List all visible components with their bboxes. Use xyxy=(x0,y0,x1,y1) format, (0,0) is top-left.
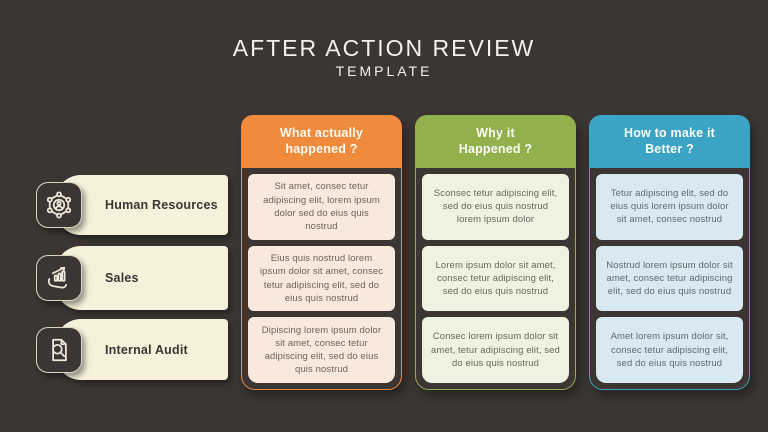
table-cell: Tetur adipiscing elit, sed do eius quis … xyxy=(596,174,743,240)
category-row-sales: Sales xyxy=(55,246,228,310)
column-header-line: happened ? xyxy=(285,141,358,156)
column-header: Why it Happened ? xyxy=(415,115,576,168)
cell-text: Tetur adipiscing elit, sed do eius quis … xyxy=(610,187,729,226)
table-cell: Sconsec tetur adipiscing elit, sed do ei… xyxy=(422,174,569,240)
table-cell: Eius quis nostrud lorem ipsum dolor sit … xyxy=(248,245,395,312)
column-header-line: Happened ? xyxy=(458,141,533,156)
title-block: AFTER ACTION REVIEW TEMPLATE xyxy=(0,36,768,79)
audit-magnifier-icon xyxy=(36,327,82,373)
cell-text: Consec lorem ipsum dolor sit amet, tetur… xyxy=(431,331,560,369)
category-label: Internal Audit xyxy=(105,342,188,357)
column-header: How to make it Better ? xyxy=(589,115,750,168)
table-cell: Sit amet, consec tetur adipiscing elit, … xyxy=(248,174,395,240)
category-label: Human Resources xyxy=(105,198,218,212)
column-body: Sit amet, consec tetur adipiscing elit, … xyxy=(242,168,401,389)
cell-text: Sit amet, consec tetur adipiscing elit, … xyxy=(263,181,380,233)
page-subtitle: TEMPLATE xyxy=(335,63,433,80)
table-cell: Nostrud lorem ipsum dolor sit amet, cons… xyxy=(596,245,743,312)
sales-growth-icon xyxy=(36,255,82,301)
cell-text: Dipiscing lorem ipsum dolor sit amet, co… xyxy=(261,324,382,376)
page-title: AFTER ACTION REVIEW xyxy=(232,35,536,61)
column-header-line: Why it xyxy=(476,125,515,140)
table-cell: Dipiscing lorem ipsum dolor sit amet, co… xyxy=(248,317,395,384)
category-label: Sales xyxy=(105,271,139,285)
cell-text: Eius quis nostrud lorem ipsum dolor sit … xyxy=(259,252,384,304)
category-row-human-resources: Human Resources xyxy=(55,175,228,235)
column-header-line: What actually xyxy=(279,125,364,140)
column-what-actually-happened: What actually happened ? Sit amet, conse… xyxy=(241,115,402,390)
column-body: Sconsec tetur adipiscing elit, sed do ei… xyxy=(416,168,575,389)
table-cell: Amet lorem ipsum dolor sit, consec tetur… xyxy=(596,317,743,384)
column-why-it-happened: Why it Happened ? Sconsec tetur adipisci… xyxy=(415,115,576,390)
cell-text: Amet lorem ipsum dolor sit, consec tetur… xyxy=(610,331,729,369)
column-header-line: How to make it xyxy=(623,125,715,140)
column-body: Tetur adipiscing elit, sed do eius quis … xyxy=(590,168,749,389)
cell-text: Sconsec tetur adipiscing elit, sed do ei… xyxy=(433,187,558,226)
hr-network-icon xyxy=(36,182,82,228)
table-cell: Lorem ipsum dolor sit amet, consec tetur… xyxy=(422,245,569,312)
category-row-internal-audit: Internal Audit xyxy=(55,319,228,380)
table-cell: Consec lorem ipsum dolor sit amet, tetur… xyxy=(422,317,569,384)
column-header-line: Better ? xyxy=(645,141,694,156)
cell-text: Nostrud lorem ipsum dolor sit amet, cons… xyxy=(606,259,733,298)
cell-text: Lorem ipsum dolor sit amet, consec tetur… xyxy=(435,259,556,298)
column-header: What actually happened ? xyxy=(241,115,402,168)
column-how-to-make-it-better: How to make it Better ? Tetur adipiscing… xyxy=(589,115,750,390)
